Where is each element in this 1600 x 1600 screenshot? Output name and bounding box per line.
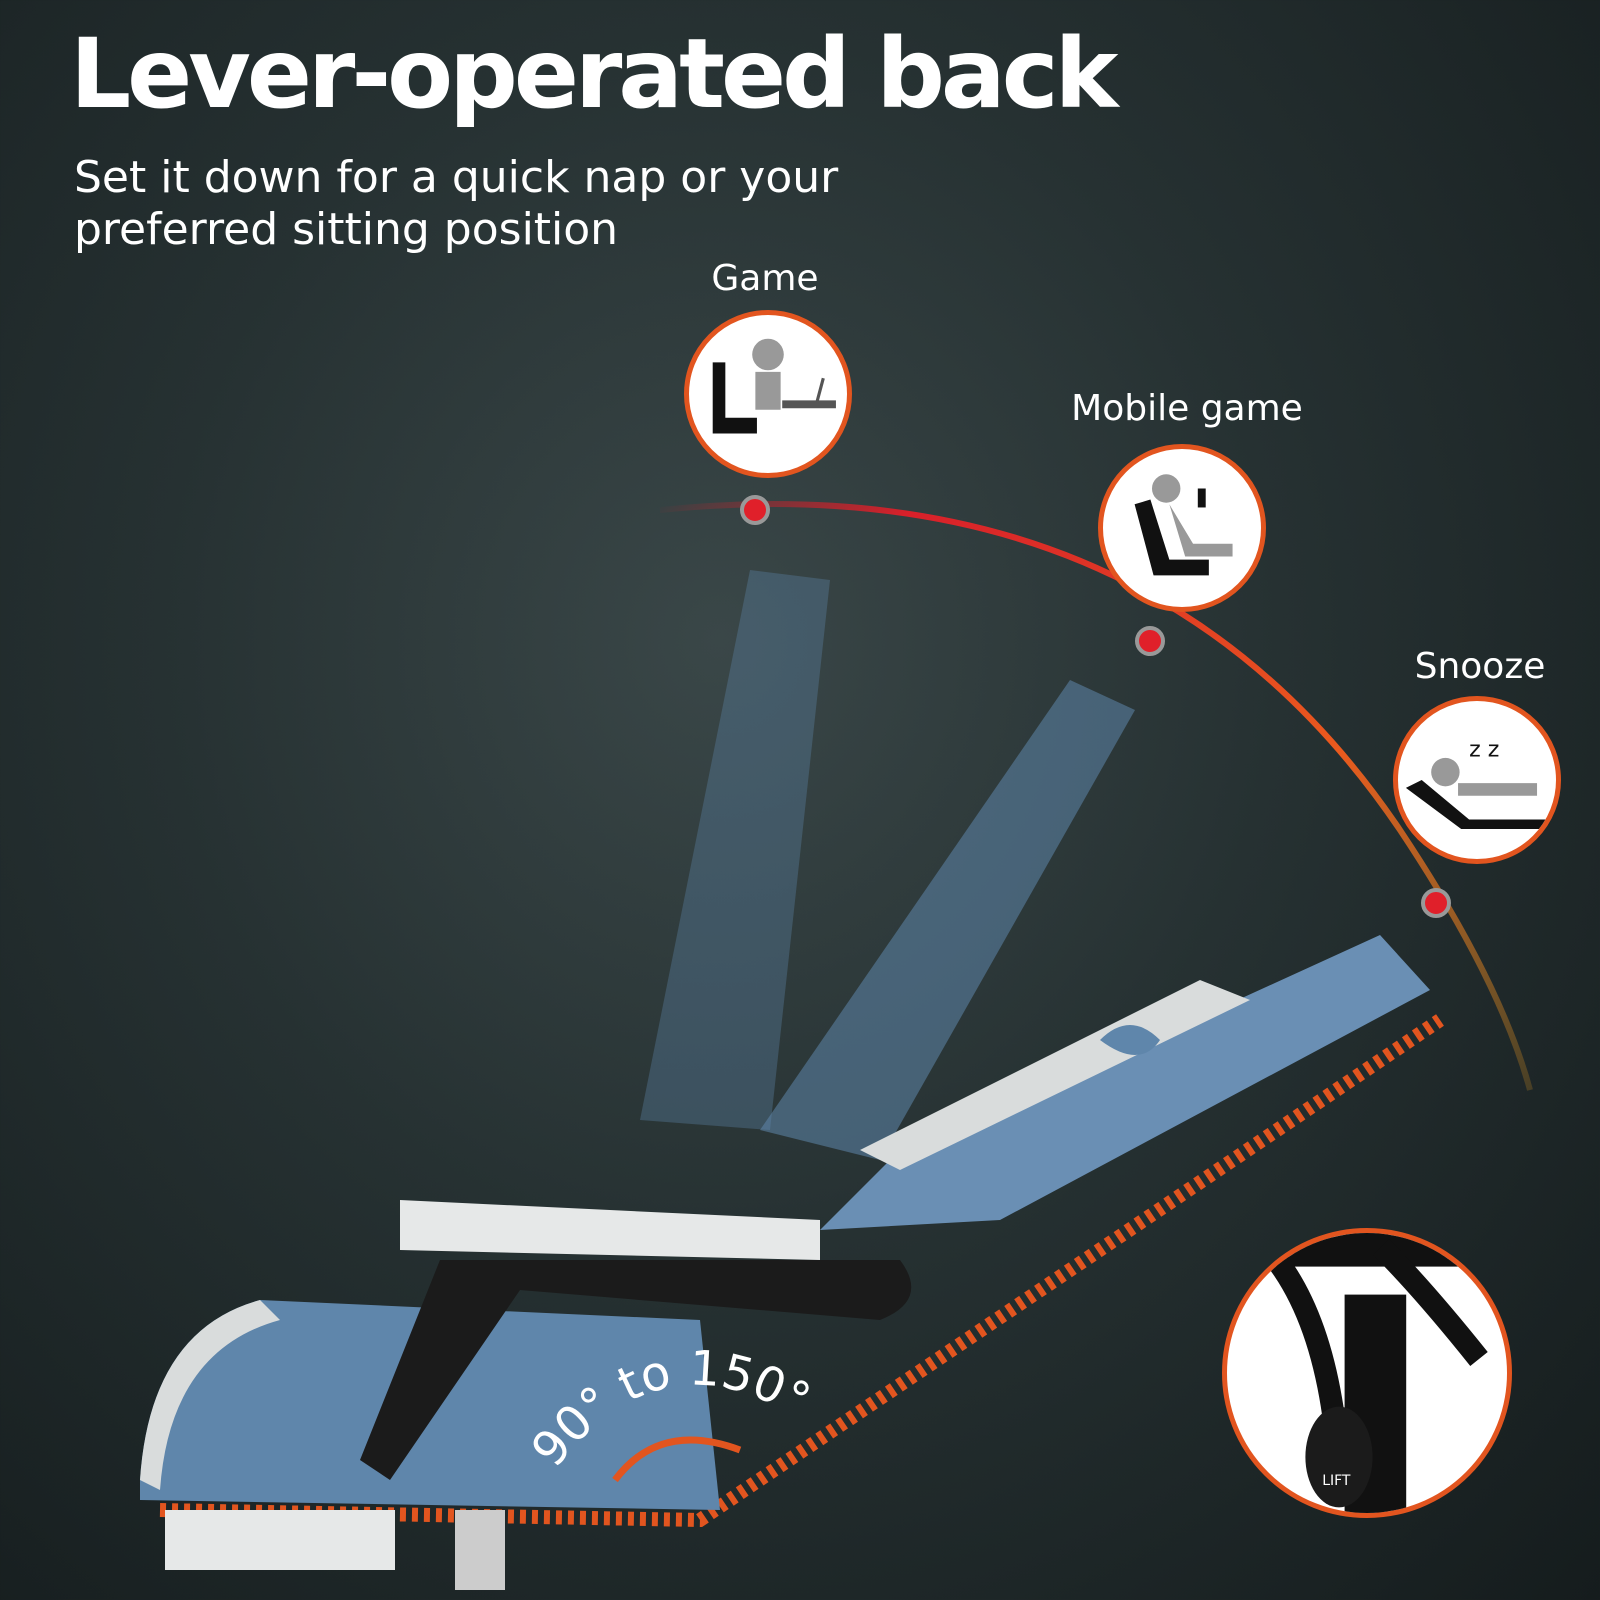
page-title: Lever-operated back bbox=[70, 18, 1118, 130]
angle-arrow bbox=[612, 1436, 742, 1483]
arc-dot-mobile bbox=[1135, 626, 1165, 656]
mode-label-mobile-game: Mobile game bbox=[1071, 388, 1303, 429]
recline-arc bbox=[659, 501, 1533, 1091]
lift-lever-icon: LIFT bbox=[1227, 1233, 1507, 1513]
person-reclined-phone-icon bbox=[1098, 444, 1266, 612]
backrest-reclined bbox=[820, 935, 1430, 1230]
arc-dot-game bbox=[740, 495, 770, 525]
arc-dot-snooze bbox=[1421, 888, 1451, 918]
mode-label-snooze: Snooze bbox=[1414, 646, 1546, 687]
person-sleeping-icon: z z bbox=[1393, 696, 1561, 864]
backrest-mid bbox=[760, 680, 1135, 1160]
page-subtitle: Set it down for a quick nap or your pref… bbox=[74, 152, 839, 255]
backrest-upright bbox=[640, 570, 830, 1130]
mode-label-game: Game bbox=[711, 258, 819, 299]
armrest bbox=[360, 1200, 912, 1480]
lift-lever-inset: LIFT bbox=[1222, 1228, 1512, 1518]
svg-text:z z: z z bbox=[1469, 736, 1499, 762]
person-at-desk-icon bbox=[684, 310, 852, 478]
svg-text:LIFT: LIFT bbox=[1322, 1473, 1351, 1489]
